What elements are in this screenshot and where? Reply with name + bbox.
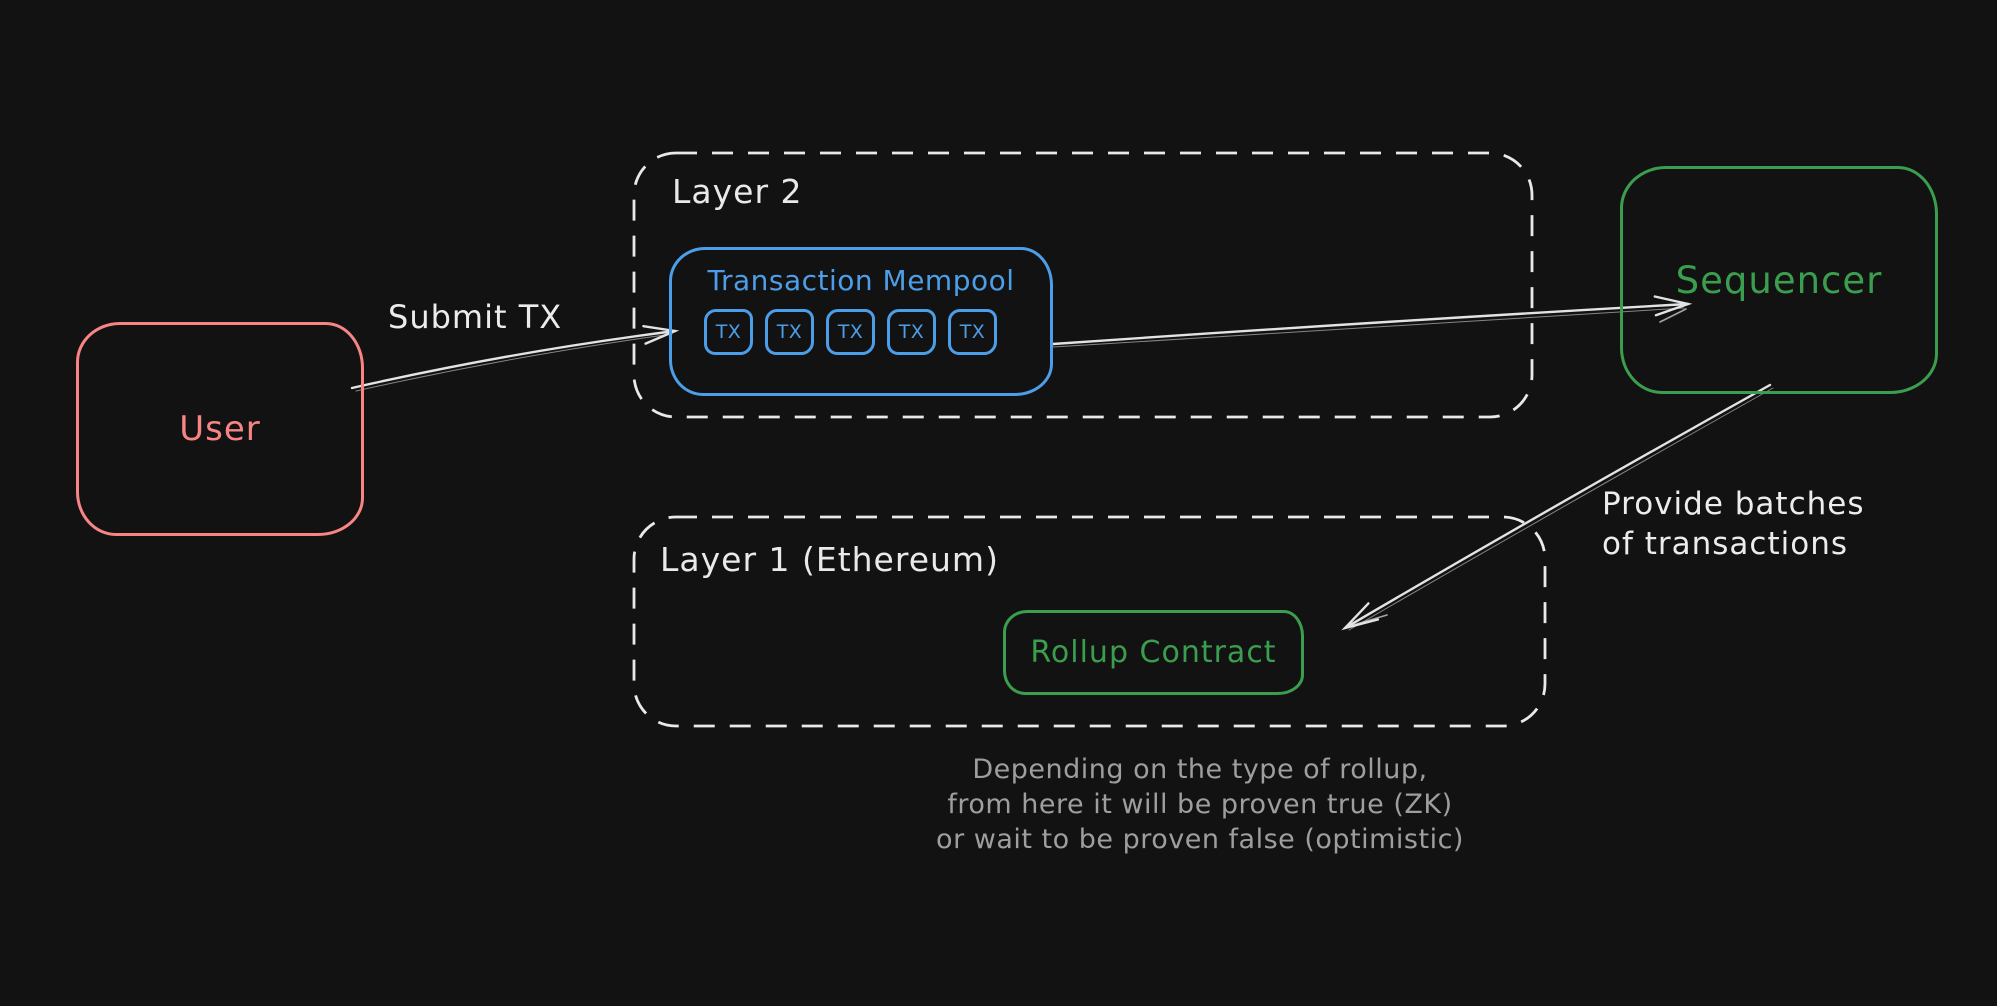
sequencer-node-label: Sequencer <box>1675 258 1883 302</box>
provide-batches-line2: of transactions <box>1602 526 1849 562</box>
tx-row: TX TX TX TX TX <box>672 297 1050 355</box>
tx-item: TX <box>704 309 753 355</box>
layer1-container-outline <box>632 515 1547 728</box>
sequencer-node: Sequencer <box>1620 166 1938 394</box>
tx-item-label: TX <box>959 321 986 343</box>
user-node-label: User <box>179 409 261 449</box>
caption-line2: from here it will be proven true (ZK) <box>947 789 1453 820</box>
mempool-to-sequencer-arrow <box>1051 295 1693 348</box>
tx-item: TX <box>948 309 997 355</box>
rollup-contract-label: Rollup Contract <box>1030 635 1277 670</box>
transaction-mempool-title: Transaction Mempool <box>707 264 1015 297</box>
rollup-contract-node: Rollup Contract <box>1003 610 1304 695</box>
layer2-container-outline <box>632 151 1534 419</box>
tx-item-label: TX <box>837 321 864 343</box>
tx-item-label: TX <box>898 321 925 343</box>
layer2-container-label: Layer 2 <box>672 172 803 211</box>
tx-item: TX <box>887 309 936 355</box>
transaction-mempool-node: Transaction Mempool TX TX TX TX TX <box>669 247 1053 396</box>
provide-batches-arrow <box>1341 383 1774 631</box>
caption-line3: or wait to be proven false (optimistic) <box>936 824 1464 855</box>
layer1-container-label: Layer 1 (Ethereum) <box>660 540 999 579</box>
tx-item: TX <box>826 309 875 355</box>
tx-item-label: TX <box>715 321 742 343</box>
submit-tx-edge-label: Submit TX <box>388 298 563 336</box>
diagram-caption: Depending on the type of rollup, from he… <box>860 752 1540 857</box>
tx-item: TX <box>765 309 814 355</box>
caption-line1: Depending on the type of rollup, <box>972 754 1428 785</box>
provide-batches-edge-label: Provide batches of transactions <box>1602 484 1865 564</box>
tx-item-label: TX <box>776 321 803 343</box>
submit-tx-arrow <box>350 325 680 392</box>
provide-batches-line1: Provide batches <box>1602 486 1865 522</box>
user-node: User <box>76 322 364 536</box>
